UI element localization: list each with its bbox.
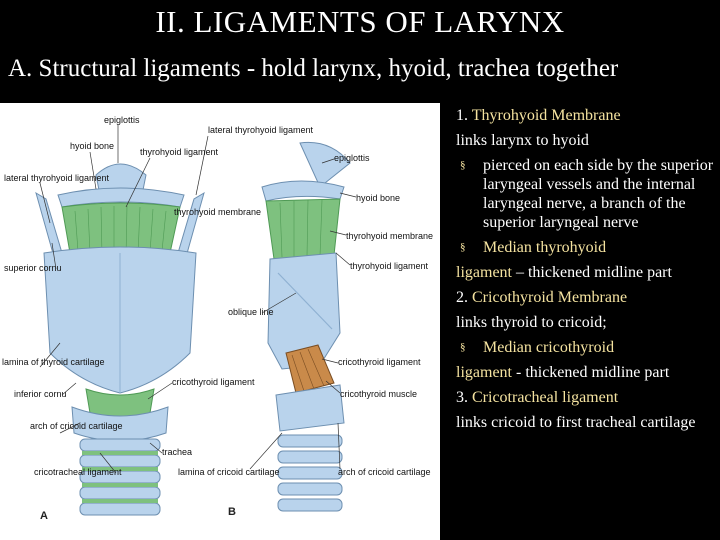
label-epiglottis-a: epiglottis <box>104 115 140 125</box>
label-cricothyroid-muscle: cricothyroid muscle <box>340 389 417 399</box>
item-2-description: links thyroid to cricoid; <box>456 314 607 331</box>
slide-subtitle: A. Structural ligaments - hold larynx, h… <box>8 55 619 82</box>
item-1-name: Thyrohyoid Membrane <box>471 107 621 124</box>
label-lamina-of-cricoid-cartilage: lamina of cricoid cartilage <box>178 467 280 477</box>
bullet-marker-icon: § <box>460 341 466 353</box>
bullet-marker-icon: § <box>460 241 466 253</box>
slide-title: II. LIGAMENTS OF LARYNX <box>155 4 565 39</box>
bullet-2-continuation: ligament – thickened midline part <box>456 264 672 281</box>
label-thyrohyoid-ligament-b: thyrohyoid ligament <box>350 261 429 271</box>
item-1-description: links larynx to hyoid <box>456 132 589 149</box>
label-inferior-cornu: inferior cornu <box>14 389 67 399</box>
label-cricotracheal-ligament: cricotracheal ligament <box>34 467 122 477</box>
notes-panel: 1. Thyrohyoid Membrane links larynx to h… <box>456 103 718 435</box>
label-thyrohyoid-membrane-b: thyrohyoid membrane <box>346 231 433 241</box>
label-hyoid-bone-a: hyoid bone <box>70 141 114 151</box>
label-trachea: trachea <box>162 447 192 457</box>
panel-label-b: B <box>228 506 236 518</box>
label-epiglottis-b: epiglottis <box>334 153 370 163</box>
label-arch-of-cricoid-cartilage: arch of cricoid cartilage <box>30 421 123 431</box>
label-thyrohyoid-ligament: thyrohyoid ligament <box>140 147 219 157</box>
label-arch-of-cricoid-cartilage-b: arch of cricoid cartilage <box>338 467 431 477</box>
label-superior-cornu: superior cornu <box>4 263 62 273</box>
label-lateral-thyrohyoid-ligament-left: lateral thyrohyoid ligament <box>4 173 110 183</box>
bullet-3-continuation: ligament - thickened midline part <box>456 364 670 381</box>
bullet-2: § Median thyrohyoid <box>456 235 718 260</box>
larynx-ligaments-figure: epiglottis lateral thyrohyoid ligament h… <box>0 103 440 540</box>
item-1-heading: 1. Thyrohyoid Membrane <box>456 107 621 124</box>
bullet-3: § Median cricothyroid <box>456 335 718 360</box>
bullet-1: § pierced on each side by the superior l… <box>460 157 714 231</box>
label-cricothyroid-ligament-b: cricothyroid ligament <box>338 357 421 367</box>
panel-label-a: A <box>40 510 48 522</box>
bullet-marker-icon: § <box>460 159 466 171</box>
label-oblique-line: oblique line <box>228 307 274 317</box>
item-3-name: Cricotracheal ligament <box>472 389 619 406</box>
item-2-name: Cricothyroid Membrane <box>472 289 628 306</box>
item-3-description: links cricoid to first tracheal cartilag… <box>456 414 696 431</box>
item-3-heading: 3. Cricotracheal ligament <box>456 389 619 406</box>
item-2-heading: 2. Cricothyroid Membrane <box>456 289 628 306</box>
label-lateral-thyrohyoid-ligament-a: lateral thyrohyoid ligament <box>208 125 314 135</box>
label-lamina-of-thyroid-cartilage: lamina of thyroid cartilage <box>2 357 105 367</box>
larynx-illustration: epiglottis lateral thyrohyoid ligament h… <box>2 115 433 522</box>
label-thyrohyoid-membrane-a: thyrohyoid membrane <box>174 207 261 217</box>
label-hyoid-bone-b: hyoid bone <box>356 193 400 203</box>
label-cricothyroid-ligament-a: cricothyroid ligament <box>172 377 255 387</box>
